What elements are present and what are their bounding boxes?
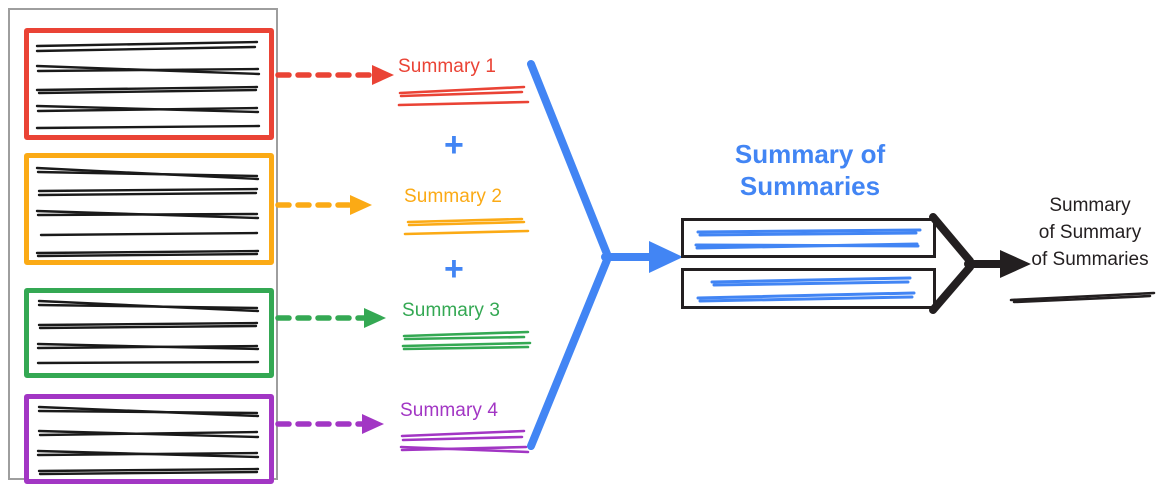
- source-document-collection: [8, 8, 278, 484]
- summary-text-lines-2: [403, 211, 544, 241]
- source-document-box-1[interactable]: [24, 28, 274, 140]
- black-merge-arrow: [928, 212, 1033, 316]
- summary-label-2: Summary 2: [404, 186, 503, 207]
- final-title-line-3: of Summaries: [1031, 249, 1149, 270]
- summary-group-3[interactable]: Summary 3: [401, 300, 562, 355]
- plus-operator-1: +: [444, 126, 464, 164]
- final-output-text-line: [1008, 288, 1158, 308]
- arrow-doc4-to-summary4: [275, 411, 398, 437]
- arrow-doc2-to-summary2: [275, 192, 398, 218]
- summary-text-lines-4: [399, 425, 540, 455]
- summary-group-4[interactable]: Summary 4: [399, 400, 560, 455]
- summary-label-3: Summary 3: [402, 300, 501, 321]
- final-output-title: Summary of Summary of Summaries: [1015, 192, 1165, 273]
- summary-label-1: Summary 1: [398, 56, 497, 77]
- document-text-lines-4: [29, 399, 269, 479]
- summary-of-summaries-box-1[interactable]: [681, 218, 936, 258]
- sos-title-line-2: Summaries: [739, 171, 881, 201]
- plus-operator-2: +: [444, 250, 464, 288]
- sos-text-lines-1: [684, 221, 933, 255]
- arrow-doc3-to-summary3: [275, 305, 398, 331]
- summary-of-summaries-title: Summary of Summaries: [690, 138, 930, 202]
- arrow-doc1-to-summary1: [275, 62, 398, 88]
- summary-of-summaries-box-2[interactable]: [681, 268, 936, 309]
- document-text-lines-3: [29, 293, 269, 373]
- document-text-lines-1: [29, 33, 269, 135]
- source-document-box-4[interactable]: [24, 394, 274, 484]
- final-title-line-2: of Summary: [1038, 222, 1142, 243]
- source-document-box-3[interactable]: [24, 288, 274, 378]
- summary-text-lines-1: [397, 81, 538, 111]
- source-document-box-2[interactable]: [24, 153, 274, 265]
- final-title-line-1: Summary: [1049, 195, 1131, 216]
- summary-text-lines-3: [401, 325, 542, 355]
- blue-merge-arrow: [525, 58, 685, 458]
- summary-group-2[interactable]: Summary 2: [403, 186, 564, 241]
- sos-title-line-1: Summary of: [734, 139, 886, 169]
- sos-text-lines-2: [684, 271, 933, 306]
- document-text-lines-2: [29, 158, 269, 260]
- summary-group-1[interactable]: Summary 1: [397, 56, 558, 111]
- summary-label-4: Summary 4: [400, 400, 499, 421]
